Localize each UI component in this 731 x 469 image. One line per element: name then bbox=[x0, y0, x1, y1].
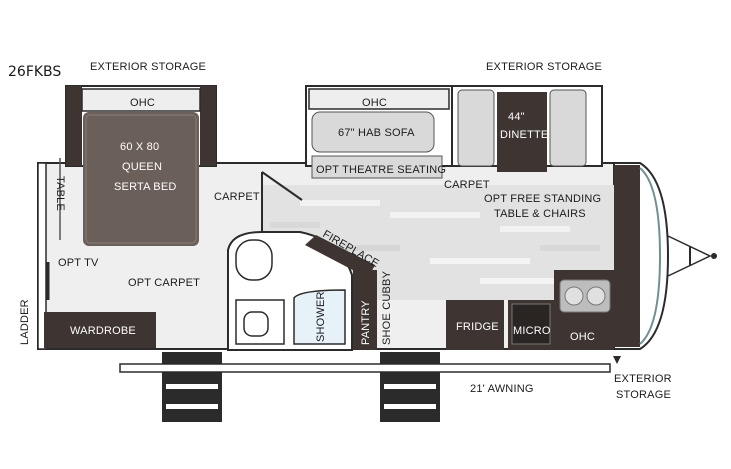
label-wardrobe: WARDROBE bbox=[70, 325, 136, 337]
label-opt-carpet: OPT CARPET bbox=[128, 277, 200, 289]
label-bed-size: 60 X 80 bbox=[120, 141, 159, 153]
label-table-chairs: TABLE & CHAIRS bbox=[494, 208, 586, 220]
label-ohc-bedroom: OHC bbox=[130, 97, 155, 109]
label-ohc-kitchen: OHC bbox=[570, 331, 595, 343]
arrow-down-icon bbox=[613, 356, 621, 364]
label-bed-queen: QUEEN bbox=[122, 161, 162, 173]
entry-steps-rear bbox=[162, 352, 222, 422]
model-number: 26FKBS bbox=[8, 64, 61, 80]
hitch bbox=[667, 235, 717, 277]
label-awning: 21' AWNING bbox=[470, 383, 534, 395]
entry-steps-front bbox=[380, 352, 440, 422]
label-dinette-size: 44" bbox=[508, 111, 525, 123]
label-bed-serta: SERTA BED bbox=[114, 181, 177, 193]
awning bbox=[119, 363, 611, 373]
label-carpet-living: CARPET bbox=[444, 179, 490, 191]
label-exterior-storage-front: EXTERIOR STORAGE bbox=[90, 61, 206, 73]
bed bbox=[83, 112, 199, 246]
fireplace-unit bbox=[305, 235, 375, 278]
rear-wall bbox=[37, 162, 156, 350]
bathroom bbox=[227, 231, 353, 351]
sofa-slide bbox=[305, 85, 453, 179]
label-opt-tv: OPT TV bbox=[58, 257, 99, 269]
label-free-standing: OPT FREE STANDING bbox=[484, 193, 601, 205]
label-ladder: LADDER bbox=[19, 299, 31, 345]
label-shoe-cubby: SHOE CUBBY bbox=[381, 270, 393, 345]
label-fridge: FRIDGE bbox=[456, 321, 499, 333]
label-ohc-sofa: OHC bbox=[362, 97, 387, 109]
label-dinette: DINETTE bbox=[500, 129, 548, 141]
pantry bbox=[353, 270, 377, 350]
label-exterior-storage-side-1: EXTERIOR bbox=[614, 373, 672, 385]
kitchen bbox=[446, 270, 614, 350]
label-micro: MICRO bbox=[513, 325, 551, 337]
dinette-slide bbox=[451, 85, 603, 172]
label-table: TABLE bbox=[54, 176, 66, 211]
label-exterior-storage-rear: EXTERIOR STORAGE bbox=[486, 61, 602, 73]
label-exterior-storage-side-2: STORAGE bbox=[616, 389, 671, 401]
label-pantry: PANTRY bbox=[360, 300, 372, 345]
label-sofa: 67" HAB SOFA bbox=[338, 127, 415, 139]
label-theatre: OPT THEATRE SEATING bbox=[316, 164, 446, 176]
label-shower: SHOWER bbox=[315, 291, 327, 342]
label-carpet-bedroom: CARPET bbox=[214, 191, 260, 203]
